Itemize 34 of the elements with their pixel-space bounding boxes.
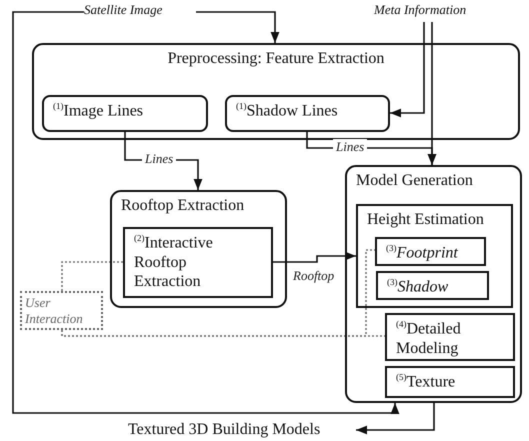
group-title: Model Generation <box>356 171 474 190</box>
process-box <box>123 227 273 298</box>
node-label: $^{(4)}$Detailed Modeling <box>396 319 462 358</box>
process-box <box>376 271 489 300</box>
node-label: $^{(2)}$Interactive Rooftop Extraction <box>134 233 214 291</box>
dotted-connector <box>61 261 123 291</box>
input-box <box>20 291 103 330</box>
process-box <box>375 237 486 266</box>
arrow <box>356 403 435 434</box>
node-label: $^{(5)}$Texture <box>396 372 456 392</box>
arrow <box>273 252 356 263</box>
arrow <box>390 22 425 118</box>
process-box <box>385 366 515 398</box>
dotted-connector <box>61 249 375 337</box>
node-label: Satellite Image <box>84 2 164 18</box>
process-box <box>42 95 208 132</box>
process-group <box>110 190 287 308</box>
arrow <box>196 11 280 43</box>
node-label: Textured 3D Building Models <box>128 420 322 440</box>
process-box <box>385 313 515 361</box>
node-label: $^{(3)}$Footprint <box>386 243 460 263</box>
group-title: Rooftop Extraction <box>121 196 246 216</box>
node-label: $^{(1)}$Shadow Lines <box>236 101 339 121</box>
process-group <box>345 165 522 403</box>
node-label: $^{(1)}$Image Lines <box>53 101 144 121</box>
process-group <box>32 43 520 140</box>
process-box <box>356 204 513 308</box>
node-label: $^{(3)}$Shadow <box>387 277 450 297</box>
process-box <box>225 95 390 132</box>
node-label: User Interaction <box>25 295 84 326</box>
arrow <box>12 11 400 414</box>
group-title: Height Estimation <box>367 210 485 230</box>
group-title: Preprocessing: Feature Extraction <box>166 49 386 68</box>
node-label: Meta Information <box>374 2 468 18</box>
